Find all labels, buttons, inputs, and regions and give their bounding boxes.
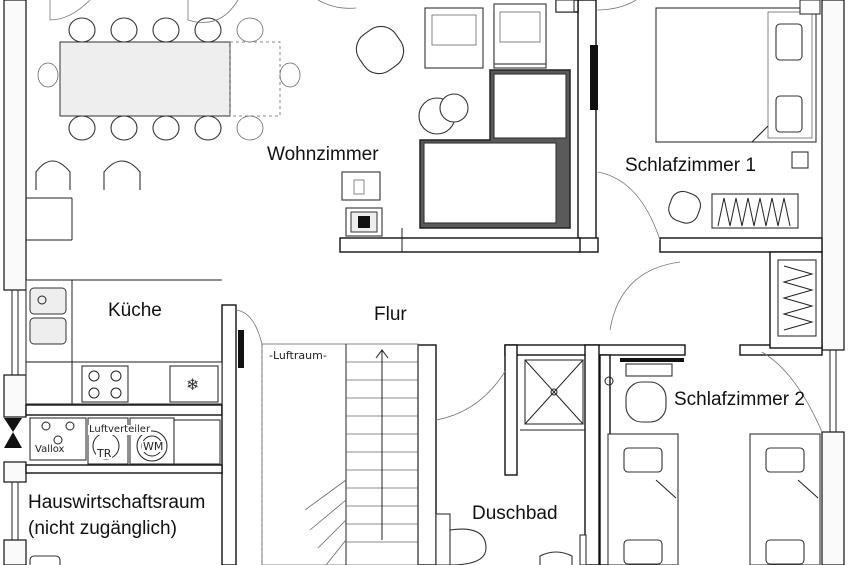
hall-doors [235, 261, 823, 433]
top-items [317, 0, 575, 13]
room-label-flur: Flur [374, 304, 407, 325]
room-label-schlafzimmer-1: Schlafzimmer 1 [625, 155, 756, 176]
appliance-label-tr: TR [96, 447, 113, 460]
room-label-duschbad: Duschbad [472, 503, 558, 524]
bathroom [435, 358, 684, 565]
room-label-schlafzimmer-2: Schlafzimmer 2 [674, 389, 805, 410]
appliance-label-wm: WM [142, 440, 165, 453]
outer-walls [3, 0, 845, 565]
room-label-kueche: Küche [108, 300, 162, 321]
dining-area [35, 0, 301, 190]
appliance-label-luftverteiler: Luftverteiler [88, 424, 152, 435]
living-room [341, 3, 598, 252]
room-label-luftraum: -Luftraum- [268, 349, 328, 362]
appliance-label-vallox: Vallox [34, 444, 66, 455]
bedroom-1-furniture [595, 0, 821, 241]
room-label-wohnzimmer: Wohnzimmer [267, 144, 379, 165]
svg-text:❄: ❄ [186, 375, 199, 394]
kitchen: ❄ [25, 197, 244, 405]
stairwell [261, 343, 419, 565]
room-label-nicht-zugaenglich: (nicht zugänglich) [28, 518, 177, 539]
bedroom-2-furniture [607, 259, 821, 565]
room-label-hauswirtschaftsraum: Hauswirtschaftsraum [28, 492, 206, 513]
